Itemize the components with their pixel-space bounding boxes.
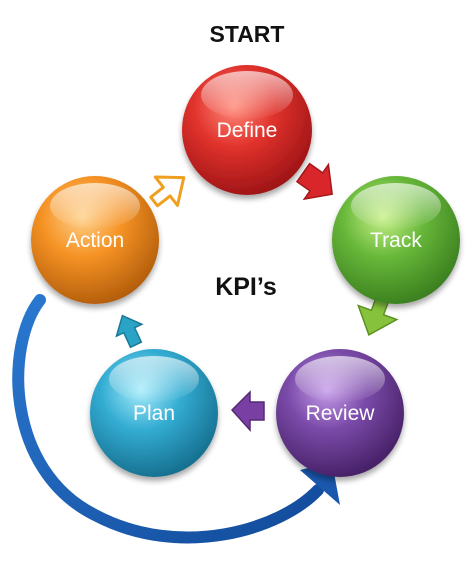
connector-plan-to-action bbox=[115, 314, 144, 349]
node-track-label: Track bbox=[370, 229, 422, 252]
diagram-title: START bbox=[210, 21, 285, 47]
node-action: Action bbox=[31, 176, 159, 304]
node-plan-label: Plan bbox=[133, 402, 175, 425]
node-action-label: Action bbox=[66, 229, 124, 252]
connector-review-to-plan bbox=[230, 390, 265, 432]
connector-define-to-track bbox=[295, 162, 334, 201]
connector-action-to-define bbox=[149, 175, 186, 208]
node-define: Define bbox=[182, 65, 312, 195]
node-plan: Plan bbox=[90, 349, 218, 477]
center-label: KPI’s bbox=[215, 273, 277, 301]
connector-track-to-review bbox=[357, 296, 399, 336]
node-define-label: Define bbox=[217, 119, 278, 142]
node-review: Review bbox=[276, 349, 404, 477]
node-track: Track bbox=[332, 176, 460, 304]
node-review-label: Review bbox=[306, 402, 376, 425]
